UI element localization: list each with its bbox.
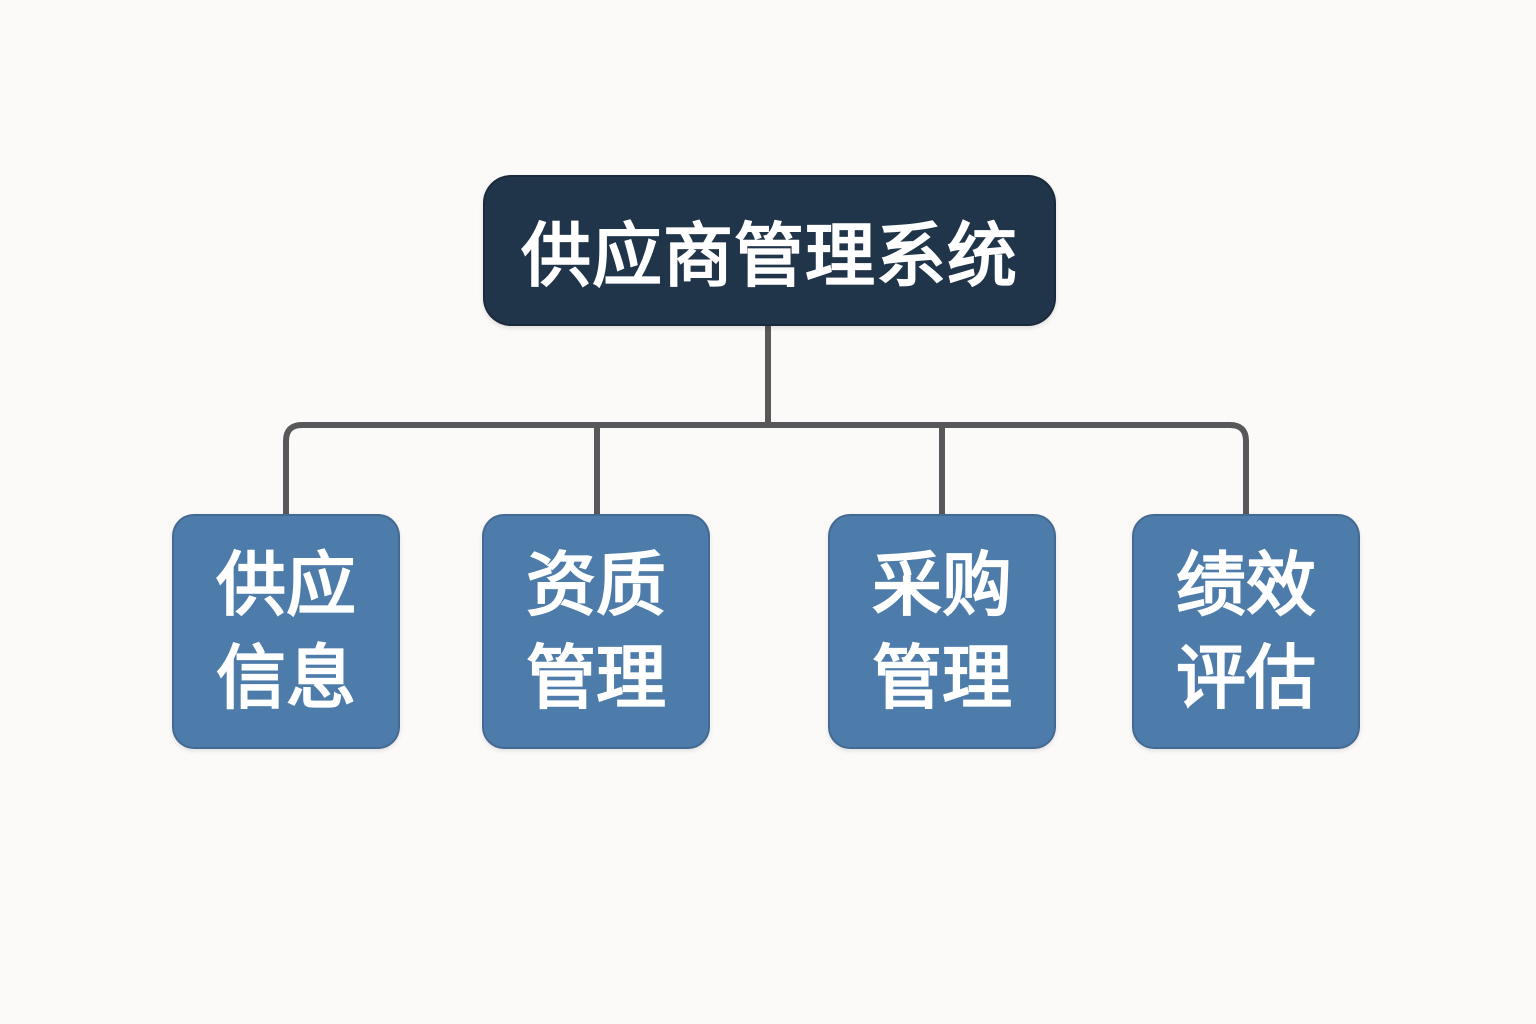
- root-node-label: 供应商管理系统: [521, 217, 1018, 295]
- child-node-label: 采购 管理: [872, 546, 1012, 717]
- branch-rail-line: [283, 422, 1249, 518]
- node-supplier-management-system: 供应商管理系统: [483, 175, 1056, 326]
- child-node-label: 资质 管理: [526, 546, 666, 717]
- node-supply-information: 供应 信息: [172, 514, 400, 749]
- child-node-label: 绩效 评估: [1176, 546, 1316, 717]
- node-procurement-management: 采购 管理: [828, 514, 1056, 749]
- node-performance-evaluation: 绩效 评估: [1132, 514, 1360, 749]
- child-node-label: 供应 信息: [216, 546, 356, 717]
- node-qualification-management: 资质 管理: [482, 514, 710, 749]
